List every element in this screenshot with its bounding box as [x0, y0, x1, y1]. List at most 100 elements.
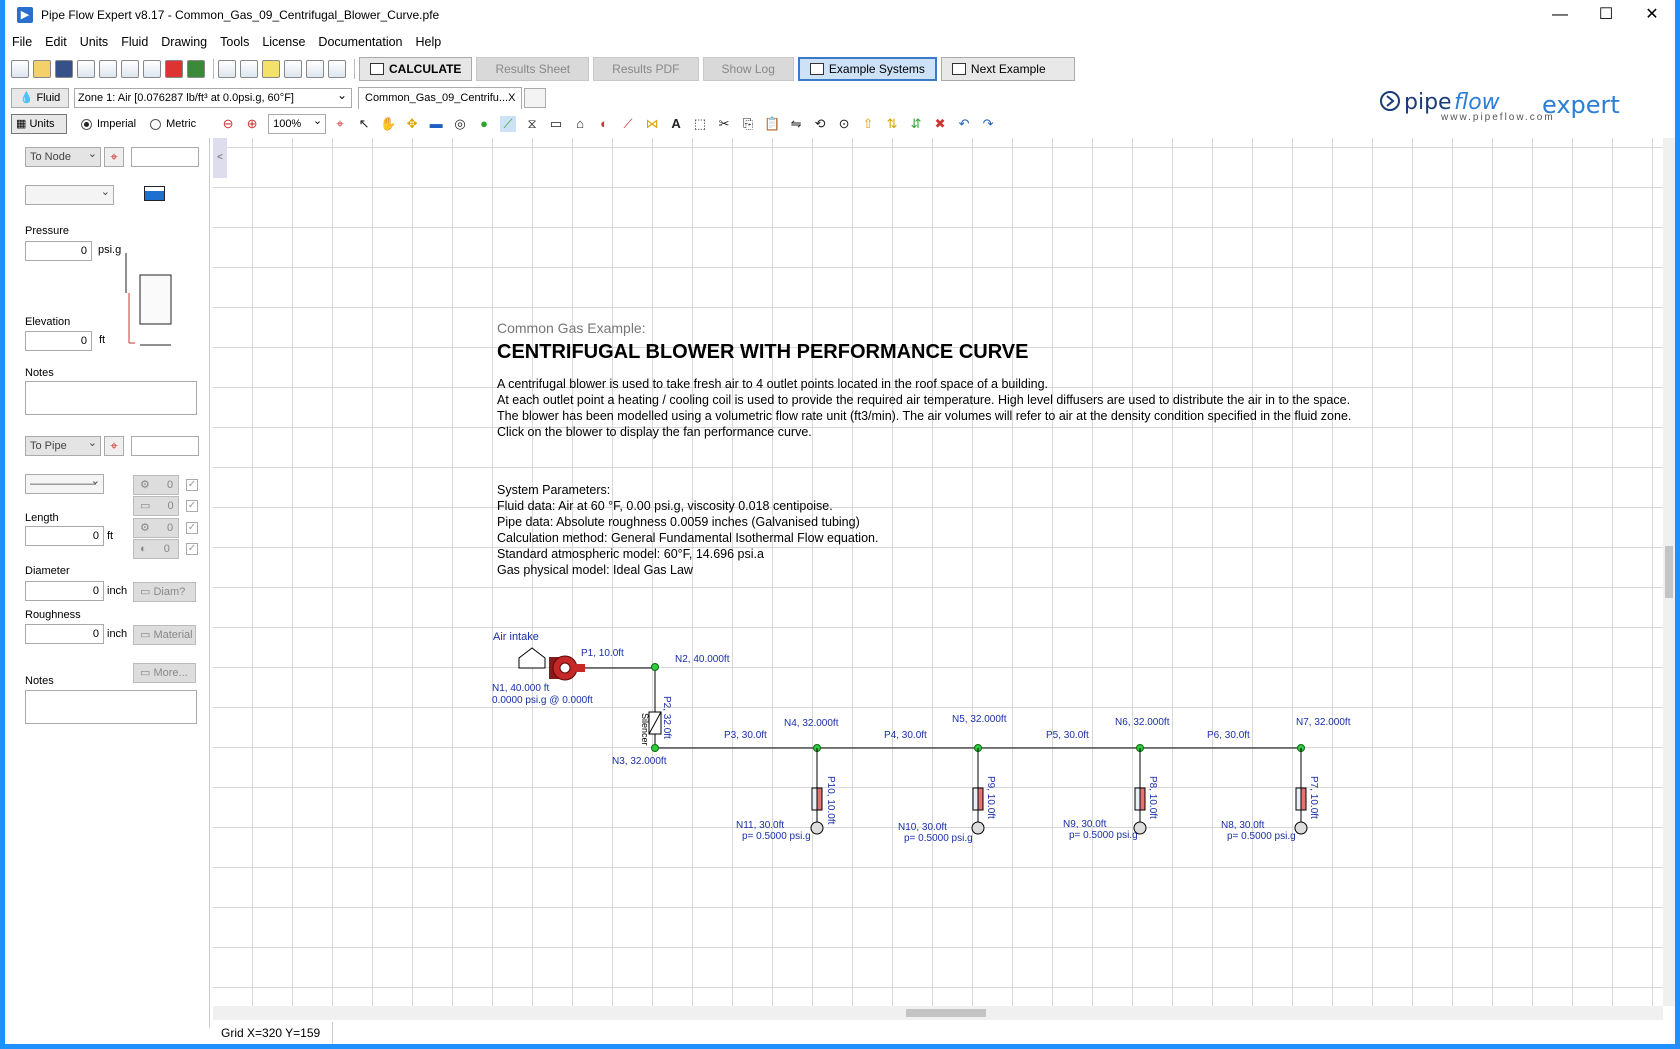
flip-icon[interactable]: ⇋	[790, 116, 802, 131]
node-picker-icon[interactable]: ⌖	[104, 147, 124, 167]
imperial-radio[interactable]: Imperial	[81, 118, 136, 130]
find-icon[interactable]: ⊙	[838, 116, 850, 131]
email-icon[interactable]	[77, 60, 95, 78]
save-icon[interactable]	[55, 60, 73, 78]
pipe-draw-icon[interactable]: ⟋	[500, 116, 517, 132]
results-pdf-button[interactable]: Results PDF	[593, 57, 699, 81]
menu-file[interactable]: File	[12, 35, 33, 49]
node-type-select[interactable]	[25, 183, 114, 205]
menu-documentation[interactable]: Documentation	[318, 35, 403, 49]
fluid-zone-select[interactable]: Zone 1: Air [0.076287 lb/ft³ at 0.0psi.g…	[74, 86, 352, 108]
component-icon[interactable]: ▭	[549, 116, 563, 131]
fitting-2-check[interactable]: ✓	[186, 500, 198, 512]
menu-license[interactable]: License	[262, 35, 306, 49]
export-icon[interactable]	[99, 60, 117, 78]
node-name-input[interactable]	[131, 147, 199, 167]
control-valve-icon[interactable]: ⋈	[645, 116, 659, 131]
fitting-1-check[interactable]: ✓	[186, 479, 198, 491]
pressure-input[interactable]: 0	[25, 241, 92, 261]
zoom-in-icon[interactable]: ⊕	[246, 116, 258, 131]
calc-icon[interactable]	[328, 60, 346, 78]
redo-icon[interactable]: ↷	[982, 116, 994, 131]
material-button[interactable]: ▭ Material	[133, 625, 196, 645]
pipe-notes-textarea[interactable]	[25, 690, 197, 724]
calculate-button[interactable]: CALCULATE	[359, 57, 473, 81]
zoom-select[interactable]: 100%	[268, 112, 327, 134]
more-button[interactable]: ▭ More...	[133, 663, 196, 683]
pipe-icon[interactable]	[262, 60, 280, 78]
print-icon[interactable]	[143, 60, 161, 78]
next-example-button[interactable]: Next Example	[940, 57, 1075, 81]
tank-icon[interactable]: ▬	[429, 116, 443, 131]
pump-icon[interactable]: ◎	[454, 116, 466, 131]
minimize-button[interactable]: —	[1552, 6, 1568, 23]
to-node-select[interactable]: To Node	[25, 145, 101, 167]
align-icon[interactable]: ⇅	[886, 116, 898, 131]
menu-fluid[interactable]: Fluid	[121, 35, 149, 49]
fitting-3-field[interactable]: ⚙ 0	[133, 518, 179, 538]
zoom-out-icon[interactable]: ⊖	[222, 116, 234, 131]
vertical-scrollbar[interactable]	[1663, 138, 1675, 1006]
pdf-icon[interactable]	[165, 60, 183, 78]
close-button[interactable]: ✕	[1645, 6, 1659, 23]
pump-red-icon[interactable]: ◐	[600, 116, 608, 131]
highlight-icon[interactable]: ⇧	[862, 116, 874, 131]
document-tab[interactable]: Common_Gas_09_Centrifu...X	[358, 87, 523, 109]
collapse-panel-button[interactable]: <	[213, 138, 227, 178]
menu-tools[interactable]: Tools	[220, 35, 250, 49]
fitting-3-check[interactable]: ✓	[186, 522, 198, 534]
print-preview-icon[interactable]	[121, 60, 139, 78]
menu-drawing[interactable]: Drawing	[161, 35, 208, 49]
pan-hand-icon[interactable]: ✋	[380, 116, 397, 131]
move-icon[interactable]: ✥	[406, 116, 418, 131]
fan-icon[interactable]: ⌂	[576, 116, 584, 131]
open-folder-icon[interactable]	[33, 60, 51, 78]
target-icon[interactable]: ⌖	[336, 116, 344, 131]
menu-units[interactable]: Units	[79, 35, 109, 49]
select-rect-icon[interactable]: ⬚	[693, 116, 707, 131]
example-systems-button[interactable]: Example Systems	[797, 57, 937, 81]
cut-icon[interactable]: ✂	[718, 116, 730, 131]
paste-icon[interactable]: 📋	[764, 116, 781, 131]
numbers-icon[interactable]	[306, 60, 324, 78]
pipe-picker-icon[interactable]: ⌖	[104, 436, 124, 456]
pressure-icon[interactable]: ⟋	[623, 116, 633, 131]
new-file-icon[interactable]	[11, 60, 29, 78]
node-icon[interactable]: ●	[480, 116, 488, 131]
fluid-button[interactable]: 💧 Fluid	[11, 88, 69, 108]
pointer-icon[interactable]: ↖	[358, 116, 370, 131]
results-sheet-button[interactable]: Results Sheet	[476, 57, 590, 81]
menu-help[interactable]: Help	[415, 35, 442, 49]
pipe-name-input[interactable]	[131, 436, 199, 456]
horizontal-scroll-thumb[interactable]	[906, 1009, 986, 1017]
valve-icon[interactable]: ⧖	[527, 116, 537, 131]
distribute-icon[interactable]: ⇵	[910, 116, 922, 131]
undo-icon[interactable]: ↶	[958, 116, 970, 131]
rotate-icon[interactable]: ⟲	[814, 116, 826, 131]
menu-edit[interactable]: Edit	[45, 35, 67, 49]
delete-icon[interactable]: ✖	[934, 116, 946, 131]
vertical-scroll-thumb[interactable]	[1665, 546, 1673, 598]
drawing-canvas[interactable]	[213, 138, 1663, 1006]
fitting-4-check[interactable]: ✓	[186, 543, 198, 555]
text-icon[interactable]: A	[671, 116, 681, 131]
new-tab-icon[interactable]	[524, 88, 547, 108]
show-log-button[interactable]: Show Log	[702, 57, 794, 81]
to-pipe-select[interactable]: To Pipe	[25, 434, 101, 456]
image-export-icon[interactable]	[187, 60, 205, 78]
elevation-input[interactable]: 0	[25, 331, 92, 351]
maximize-button[interactable]: ☐	[1598, 6, 1614, 23]
metric-radio[interactable]: Metric	[150, 118, 196, 130]
fitting-4-field[interactable]: ◐ 0	[133, 539, 179, 559]
diameter-input[interactable]: 0	[25, 581, 104, 601]
units-button[interactable]: ▦ Units	[11, 114, 67, 134]
edit-grid-icon[interactable]	[240, 60, 258, 78]
fitting-2-field[interactable]: ▭ 0	[133, 496, 179, 516]
fitting-1-field[interactable]: ⚙ 0	[133, 475, 179, 495]
iso-icon[interactable]	[218, 60, 236, 78]
pipe-style-select[interactable]: ——————	[25, 472, 104, 494]
copy-icon[interactable]: ⎘	[742, 116, 754, 131]
label-icon[interactable]	[284, 60, 302, 78]
horizontal-scrollbar[interactable]	[213, 1006, 1663, 1020]
node-notes-textarea[interactable]	[25, 381, 197, 415]
